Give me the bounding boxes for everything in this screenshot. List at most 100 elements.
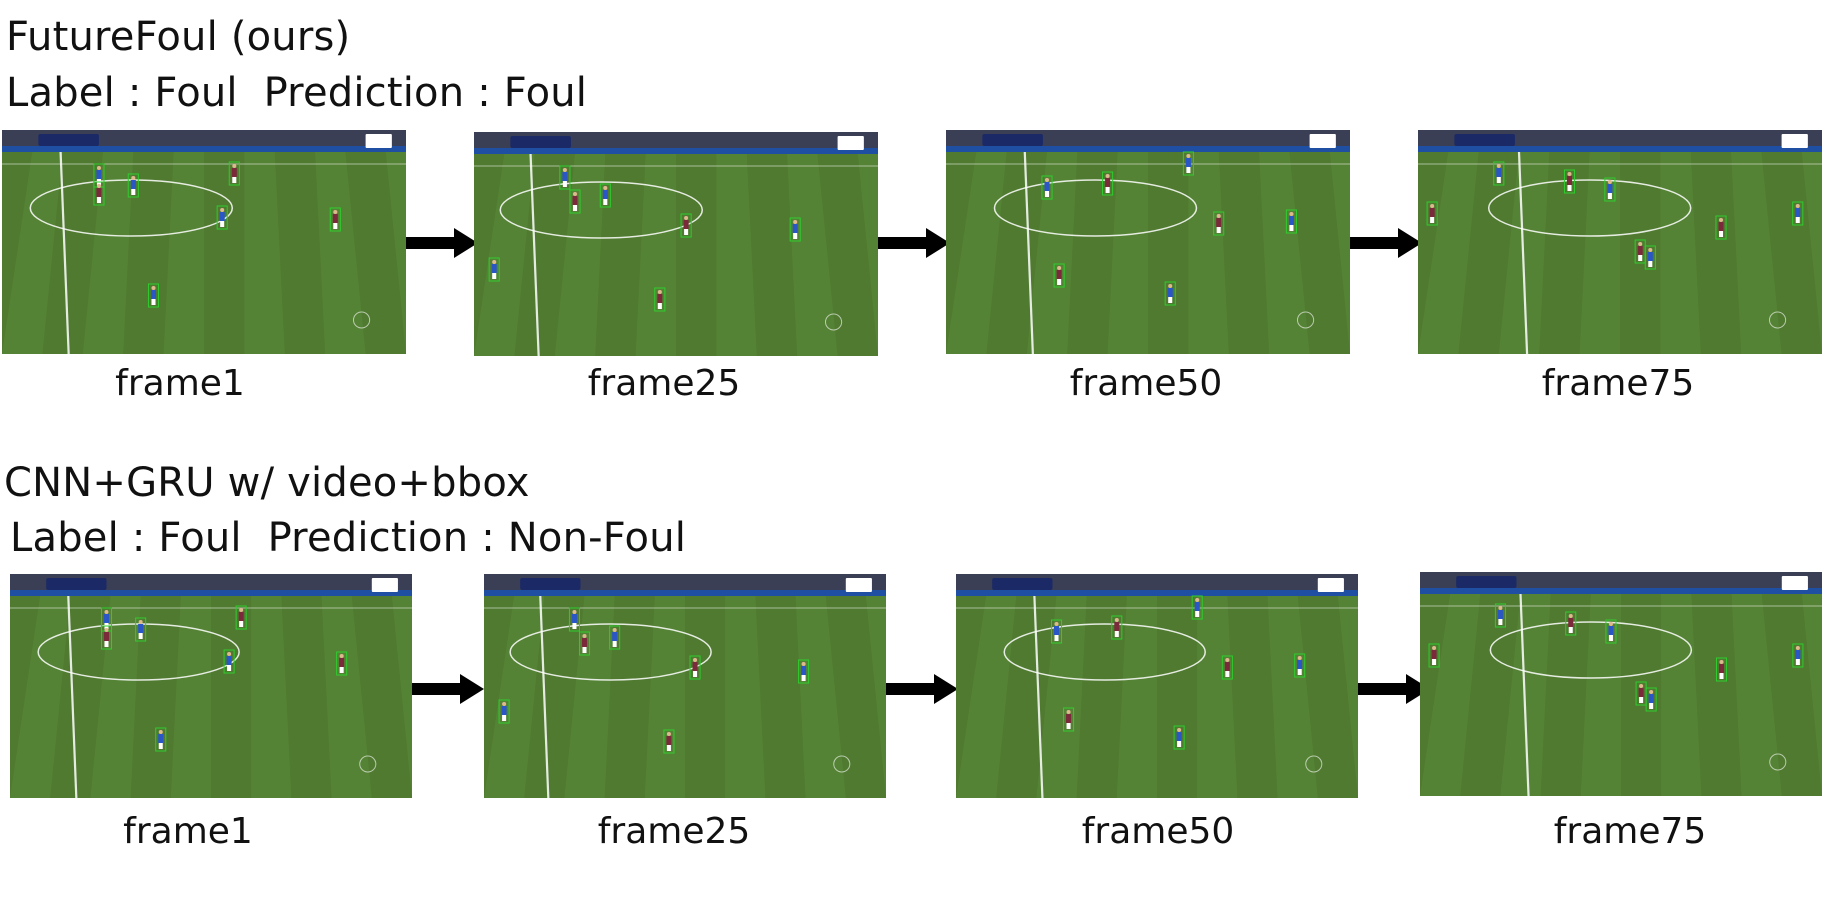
bbox [1285,209,1297,234]
bbox [127,173,139,198]
bbox [663,729,675,754]
bbox [228,161,240,186]
bbox [93,181,105,206]
bbox [1645,687,1657,712]
row1-method-title: FutureFoul (ours) [6,14,351,60]
player-figure [223,649,235,674]
bbox [1111,615,1123,640]
player-figure [689,655,701,680]
row1-caption-frame1: frame1 [115,363,245,404]
row2-caption-frame75: frame75 [1553,811,1707,852]
pitch-drawing [10,574,412,798]
row2-frame50-image [956,574,1358,798]
bbox [1792,643,1804,668]
bbox [135,617,147,642]
player-figure [1102,171,1114,196]
bbox [798,659,810,684]
player-figure [1792,643,1804,668]
bbox [235,605,247,630]
player-figure [1041,175,1053,200]
player-figure [1715,215,1727,240]
player-figure [100,625,113,650]
player-figure [1063,707,1075,732]
pitch-drawing [474,132,878,356]
row2-arrow-2 [886,674,958,704]
bbox [654,287,666,312]
bbox [1715,215,1727,240]
row2-caption-frame1: frame1 [123,811,253,852]
player-figure [1294,653,1306,678]
pitch-drawing [484,574,886,798]
pitch-drawing [2,130,406,354]
player-figure [235,605,247,630]
player-figure [488,257,500,282]
bbox [1715,657,1728,682]
bbox [559,165,571,190]
row1-frame75-image [1418,130,1822,354]
row1-caption-frame50: frame50 [1069,363,1223,404]
player-figure [1563,169,1576,194]
player-figure [798,659,810,684]
player-figure [1493,161,1505,186]
player-figure [147,283,160,308]
row2-frame1-image [10,574,412,798]
player-figure [228,161,240,186]
bbox [1050,619,1063,644]
pitch-drawing [1418,130,1822,354]
bbox [1604,177,1616,202]
row1-frame50-image [946,130,1350,354]
bbox [1102,171,1114,196]
row2-caption-frame50: frame50 [1081,811,1235,852]
bbox [1605,619,1617,644]
player-figure [1182,151,1194,176]
bbox [155,727,167,752]
player-figure [135,617,147,642]
bbox [599,183,611,208]
bbox [216,205,228,230]
bbox [689,655,701,680]
row2-method-title: CNN+GRU w/ video+bbox [4,460,530,506]
row2-frame75-image [1420,572,1822,796]
player-figure [336,651,348,676]
player-figure [1173,725,1185,750]
bbox [680,213,692,238]
bbox [147,283,160,308]
player-figure [1050,619,1063,644]
bbox [1565,611,1577,636]
player-figure [680,213,692,238]
bbox [578,631,591,656]
bbox [1041,175,1053,200]
bbox [1494,603,1506,628]
bbox [568,607,580,632]
player-figure [1111,615,1123,640]
row1-frame1-image [2,130,406,354]
player-figure [1715,657,1728,682]
bbox [1182,151,1194,176]
bbox [1426,201,1438,226]
player-figure [789,217,801,242]
bbox [100,625,113,650]
row2-frame25-image [484,574,886,798]
row1-arrow-3 [1350,228,1422,258]
player-figure [498,699,510,724]
player-figure [1644,245,1656,270]
pitch-drawing [946,130,1350,354]
player-figure [1428,643,1440,668]
row1-arrow-1 [406,228,478,258]
bbox [1792,201,1804,226]
row1-frame25-image [474,132,878,356]
player-figure [569,189,581,214]
row1-result-line: Label : Foul Prediction : Foul [6,70,588,116]
bbox [1428,643,1440,668]
bbox [1563,169,1576,194]
bbox [609,625,621,650]
player-figure [1164,281,1176,306]
player-figure [578,631,591,656]
bbox [1644,245,1656,270]
player-figure [1604,177,1616,202]
player-figure [559,165,571,190]
player-figure [1605,619,1617,644]
player-figure [1221,655,1233,680]
player-figure [1792,201,1804,226]
row1-caption-frame25: frame25 [587,363,741,404]
